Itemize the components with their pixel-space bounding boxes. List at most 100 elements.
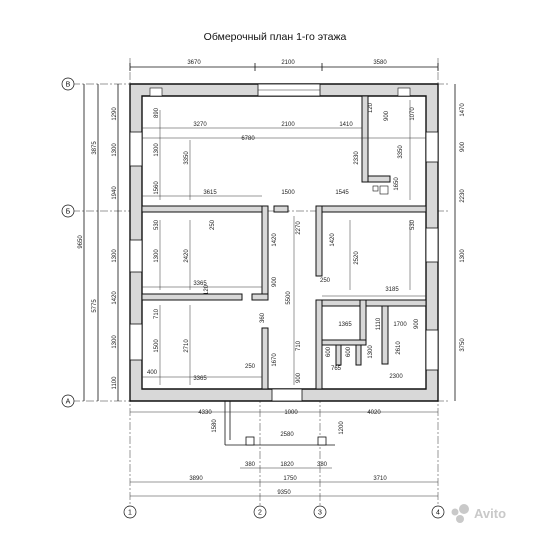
left-dimension-chains: 1290 1300 1940 1300 1420 1300 1100 3875 … [78,84,119,401]
dim-3350-a: 3350 [184,151,190,165]
dim-360: 360 [260,312,266,323]
dim-1300-a: 1300 [154,143,160,157]
left-dim-3: 1940 [112,186,118,200]
dim-2330: 2330 [354,151,360,165]
left-dim-9: 5775 [92,299,98,313]
bottom-dim-2: 1750 [283,476,297,482]
dim-1500: 1500 [281,190,295,196]
left-dim-1: 1290 [112,107,118,121]
axis-bubble-2: 2 [253,505,267,519]
avito-watermark: Avito [451,504,506,523]
left-dim-7: 1100 [112,376,118,390]
interior-dimension-labels: 890 3270 2100 1410 120 900 1070 6780 130… [147,102,420,383]
dim-6780: 6780 [241,136,255,142]
dim-1545: 1545 [335,190,349,196]
dim-2300: 2300 [389,374,403,380]
left-dim-6: 1300 [112,335,118,349]
left-dim-10: 9650 [78,235,84,249]
dim-600-b: 600 [346,346,352,357]
porch-dim-b: 1000 [284,410,298,416]
dim-250-b: 250 [320,278,331,284]
dim-3270: 3270 [193,122,207,128]
dim-1700: 1700 [393,322,407,328]
axis-bubble-4: 4 [431,505,445,519]
dim-2610: 2610 [396,341,402,355]
dim-2710: 2710 [184,339,190,353]
outer-walls [129,83,439,402]
axis-label-3: 3 [318,510,322,517]
dim-3615: 3615 [203,190,217,196]
dim-120-top: 120 [368,102,374,113]
axis-bubble-v: В [61,77,75,91]
bottom-dim-total: 9350 [277,490,291,496]
axis-label-2: 2 [258,510,262,517]
porch-dim-g: 1820 [280,462,294,468]
dim-1300-b: 1300 [154,249,160,263]
dim-530-left: 530 [154,219,160,230]
axis-bubble-a: А [61,394,75,408]
left-dim-8: 3875 [92,141,98,155]
dim-3350-b: 3350 [398,145,404,159]
dim-765: 765 [331,366,342,372]
dim-2420: 2420 [184,249,190,263]
top-dim-1: 3670 [187,60,201,66]
dim-250-a: 250 [210,219,216,230]
right-dim-4: 1300 [460,249,466,263]
dim-1670: 1670 [272,353,278,367]
dim-1365: 1365 [338,322,352,328]
right-dim-5: 3750 [460,338,466,352]
dim-710-b: 710 [296,340,302,351]
porch-dim-h: 380 [317,462,328,468]
dim-1300-c: 1300 [368,345,374,359]
top-dimension-chain: 3670 2100 3580 [129,60,439,71]
right-dim-2: 900 [460,141,466,152]
right-dim-3: 2230 [460,189,466,203]
watermark-text: Avito [474,506,506,521]
axis-label-4: 4 [436,510,440,517]
porch-dim-f: 380 [245,462,256,468]
right-dimension-chain: 1470 900 2230 1300 3750 [454,84,466,401]
porch-dim-c: 4020 [367,410,381,416]
bottom-dimension-chains: 4330 1000 4020 1580 2580 1200 380 1820 3… [189,410,387,496]
left-dim-4: 1300 [112,249,118,263]
dim-120-mid: 120 [204,284,210,295]
dim-900-b: 900 [272,276,278,287]
top-dim-3: 3580 [373,60,387,66]
plan-title: Обмерочный план 1-го этажа [204,31,347,43]
porch-dim-d: 1580 [212,419,218,433]
dim-3365-b: 3365 [193,376,207,382]
dim-1410: 1410 [339,122,353,128]
axis-bubble-1: 1 [123,505,137,519]
dim-900-top: 900 [384,110,390,121]
dim-710-a: 710 [154,308,160,319]
dim-1560: 1560 [154,181,160,195]
dim-900-d: 900 [296,372,302,383]
axis-bubble-3: 3 [313,505,327,519]
dim-530-right: 530 [410,219,416,230]
dim-890: 890 [154,107,160,118]
dim-3185: 3185 [385,287,399,293]
left-dim-2: 1300 [112,143,118,157]
bottom-dim-1: 3890 [189,476,203,482]
axis-lines [72,58,450,510]
top-dim-2: 2100 [281,60,295,66]
dim-1500-b: 1500 [154,339,160,353]
dim-3365-a: 3365 [193,281,207,287]
axis-label-b: Б [66,209,71,216]
dim-250-c: 250 [245,364,256,370]
dim-2100-inner: 2100 [281,122,295,128]
porch-dim-e: 2580 [280,432,294,438]
porch-dim-a: 4330 [198,410,212,416]
dim-2270: 2270 [296,221,302,235]
bottom-dim-3: 3710 [373,476,387,482]
dim-600-a: 600 [326,346,332,357]
axis-label-1: 1 [128,510,132,517]
dim-2520: 2520 [354,251,360,265]
axis-label-a: А [66,399,71,406]
dim-1420-a: 1420 [272,233,278,247]
left-dim-5: 1420 [112,291,118,305]
dim-1070: 1070 [410,107,416,121]
dim-5500: 5500 [286,291,292,305]
interior-dimension-lines [142,100,426,385]
